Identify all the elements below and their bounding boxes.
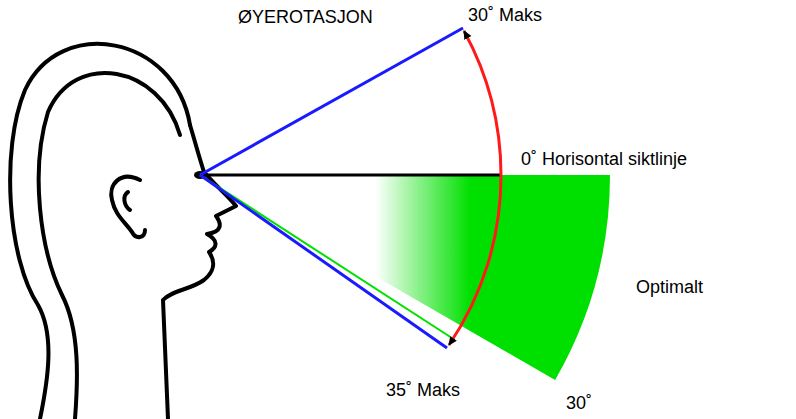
optimal-label: Optimalt xyxy=(636,278,703,298)
rotation-arc-down xyxy=(449,175,501,345)
head-profile xyxy=(10,44,236,419)
optimal-line xyxy=(200,175,455,340)
horizontal-line xyxy=(200,174,500,177)
rotation-arc-up xyxy=(464,31,501,175)
optimal-sector xyxy=(200,175,610,380)
lower-max-line xyxy=(200,175,447,348)
horizontal-label: 0˚ Horisontal siktlinje xyxy=(521,150,687,170)
max-angle-label: 30˚ Maks xyxy=(468,6,542,26)
upper-max-line xyxy=(200,28,463,175)
title-label: ØYEROTASJON xyxy=(238,8,373,28)
angle-label: 30˚ xyxy=(566,394,592,414)
max-angle-label: 35˚ Maks xyxy=(386,381,460,401)
